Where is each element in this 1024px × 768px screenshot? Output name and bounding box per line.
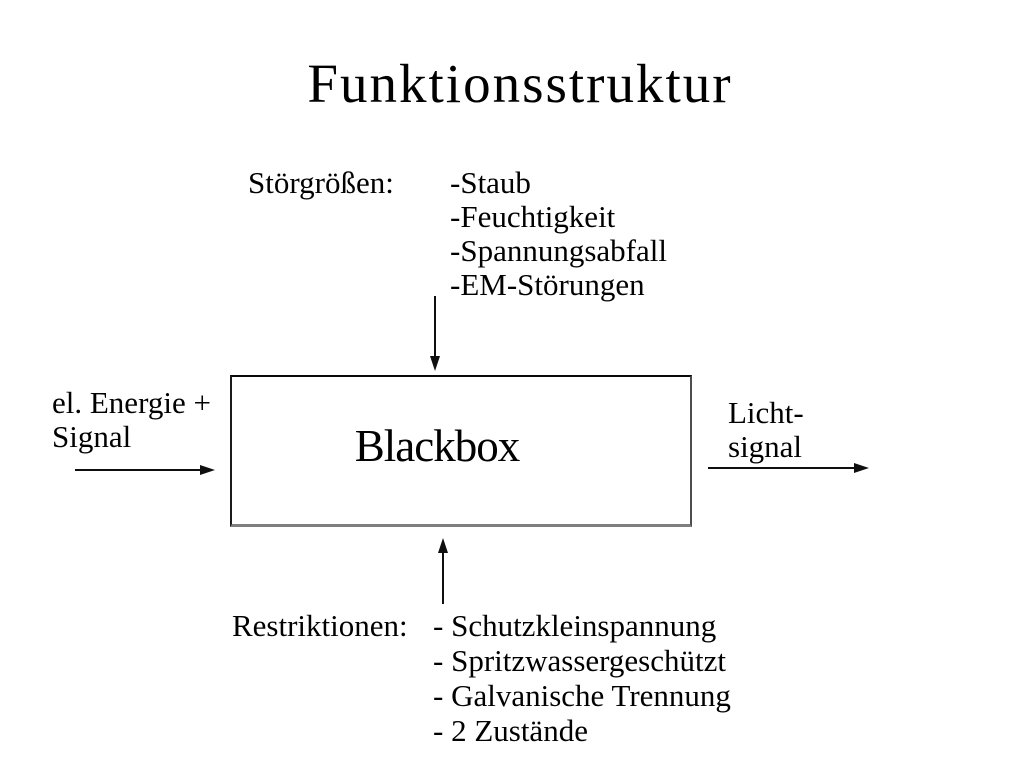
list-item: -Feuchtigkeit [450, 199, 616, 234]
restrictions-label: Restriktionen: [232, 608, 408, 643]
right-arrow-icon [75, 465, 215, 475]
list-item: - Spritzwassergeschützt [433, 643, 726, 678]
input-label-line: Signal [52, 419, 132, 454]
slide-title: Funktionsstruktur [307, 53, 733, 114]
list-item: - Schutzkleinspannung [433, 608, 717, 643]
list-item: - 2 Zustände [433, 713, 588, 748]
right-arrow-icon [708, 463, 869, 473]
list-item: - Galvanische Trennung [433, 678, 731, 713]
down-arrow-icon [430, 296, 440, 371]
list-item: -Staub [450, 165, 531, 200]
output-label: Licht- signal [728, 396, 804, 464]
list-item: -EM-Störungen [450, 267, 645, 302]
output-label-line: signal [728, 429, 803, 464]
input-label: el. Energie + Signal [52, 386, 211, 454]
list-item: -Spannungsabfall [450, 233, 667, 268]
input-label-line: el. Energie + [52, 385, 211, 420]
output-label-line: Licht- [728, 395, 804, 430]
restrictions-list: - Schutzkleinspannung - Spritzwassergesc… [433, 608, 731, 748]
disturbances-list: -Staub -Feuchtigkeit -Spannungsabfall -E… [450, 166, 667, 302]
disturbances-label: Störgrößen: [248, 165, 394, 200]
blackbox-label: Blackbox [354, 420, 520, 471]
blackbox-shape: Blackbox [230, 375, 692, 527]
up-arrow-icon [438, 538, 448, 604]
